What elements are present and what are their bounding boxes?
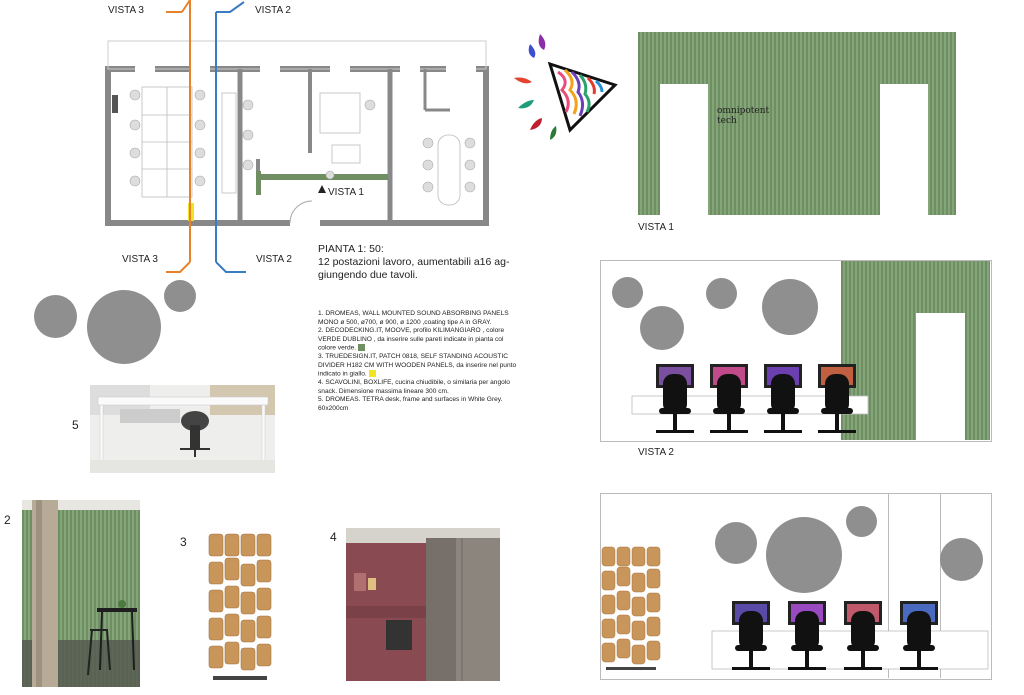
sound-panel-circle	[766, 517, 842, 593]
plan-title-line2: 12 postazioni lavoro, aumentabili a16 ag…	[318, 256, 510, 268]
sound-panel-circle	[762, 279, 818, 335]
note-1: 1. DROMEAS, WALL MOUNTED SOUND ABSORBING…	[318, 310, 509, 326]
logo-icon	[514, 34, 618, 140]
vista3-partition	[888, 494, 889, 678]
vista3-bottom-label: VISTA 3	[122, 254, 158, 265]
note-3: 3. TRUEDESIGN.IT, PATCH 0818, SELF STAND…	[318, 353, 517, 378]
vista2-workstations	[631, 364, 869, 433]
sound-panel-circle	[715, 522, 757, 564]
green-swatch	[358, 344, 366, 352]
vista2-label: VISTA 2	[638, 447, 674, 458]
kitchen-photo	[346, 528, 500, 681]
vista2-top-label: VISTA 2	[255, 5, 291, 16]
vista3-workstations	[711, 601, 989, 670]
vista2-door	[916, 313, 965, 440]
sound-panel-circle	[612, 277, 643, 308]
vista1-label: VISTA 1	[638, 222, 674, 233]
logo-text-line2: tech	[717, 116, 737, 126]
desk-illustration	[90, 385, 275, 473]
notes-list: 1. DROMEAS, WALL MOUNTED SOUND ABSORBING…	[318, 310, 518, 414]
vista3-top-label: VISTA 3	[108, 5, 144, 16]
sound-panel-circle	[846, 506, 877, 537]
wooden-divider-photo	[205, 530, 275, 685]
logo-text-line1: omnipotent	[717, 106, 770, 116]
vista2-bottom-label: VISTA 2	[256, 254, 292, 265]
sound-panel-circle	[640, 306, 684, 350]
plan-title-line3: giungendo due tavoli.	[318, 269, 418, 281]
desk-photo	[90, 385, 275, 473]
floor-plan	[100, 35, 495, 235]
vista3-divider	[601, 546, 661, 670]
green-wall-illustration	[22, 500, 140, 687]
logo-text: omnipotent tech	[717, 106, 769, 126]
sound-panel-circle	[164, 280, 196, 312]
green-wall-photo	[22, 500, 140, 687]
photo-number-5: 5	[72, 418, 79, 432]
vista1-door-left	[660, 84, 708, 215]
note-4: 4. SCAVOLINI, BOXLIFE, cucina chiudibile…	[318, 379, 510, 395]
vista1-plan-label: VISTA 1	[328, 187, 364, 198]
sound-panel-circle	[940, 538, 983, 581]
wooden-divider-illustration	[208, 533, 272, 680]
vista3-partition	[940, 494, 941, 678]
plan-title: PIANTA 1: 50: 12 postazioni lavoro, aume…	[318, 243, 518, 282]
floor-plan-drawing	[105, 40, 489, 229]
photo-number-2: 2	[4, 513, 11, 527]
view-cut-lines	[166, 0, 246, 273]
note-5: 5. DROMEAS. TETRA desk, frame and surfac…	[318, 396, 503, 413]
sound-panel-circle	[706, 278, 737, 309]
note-2: 2. DECODECKING.IT, MOOVE, profilo KILIMA…	[318, 327, 505, 352]
yellow-swatch	[368, 370, 376, 378]
photo-number-4: 4	[330, 530, 337, 544]
photo-number-3: 3	[180, 535, 187, 549]
vista1-door-right	[880, 84, 928, 215]
plan-title-line1: PIANTA 1: 50:	[318, 243, 384, 255]
sound-panel-circle	[34, 295, 77, 338]
kitchen-illustration	[346, 528, 500, 681]
sound-panel-circle	[87, 290, 161, 364]
